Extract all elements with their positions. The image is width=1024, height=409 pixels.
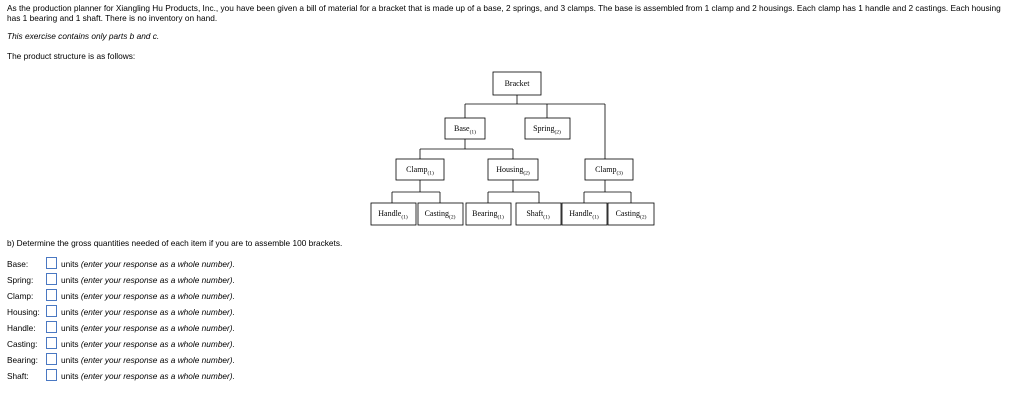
- hint-text: (enter your response as a whole number).: [80, 371, 235, 381]
- svg-text:Base(1): Base(1): [454, 124, 476, 136]
- svg-text:Clamp(1): Clamp(1): [406, 165, 434, 177]
- node-housing: Housing(2): [487, 158, 539, 181]
- shaft-quantity-input[interactable]: [46, 369, 57, 381]
- answer-label: Casting:: [7, 339, 38, 349]
- answer-label: Spring:: [7, 275, 34, 285]
- answer-label: Clamp:: [7, 291, 34, 301]
- units-text: units: [61, 339, 79, 349]
- node-clamp-1: Clamp(1): [395, 158, 445, 181]
- casting-quantity-input[interactable]: [46, 337, 57, 349]
- hint-text: (enter your response as a whole number).: [80, 355, 235, 365]
- node-casting-1: Casting(2): [417, 202, 464, 226]
- units-text: units: [61, 323, 79, 333]
- svg-text:Spring(2): Spring(2): [533, 124, 561, 136]
- svg-text:Handle(1): Handle(1): [569, 209, 599, 221]
- svg-text:Housing(2): Housing(2): [496, 165, 530, 177]
- node-handle-1: Handle(1): [370, 202, 417, 226]
- hint-text: (enter your response as a whole number).: [80, 339, 235, 349]
- problem-statement: As the production planner for Xiangling …: [7, 3, 1001, 23]
- hint-text: (enter your response as a whole number).: [80, 291, 235, 301]
- svg-text:Casting(2): Casting(2): [616, 209, 647, 221]
- units-text: units: [61, 371, 79, 381]
- answer-label: Bearing:: [7, 355, 38, 365]
- svg-text:Casting(2): Casting(2): [425, 209, 456, 221]
- node-handle-2: Handle(1): [561, 202, 608, 226]
- node-base: Base(1): [444, 117, 486, 140]
- housing-quantity-input[interactable]: [46, 305, 57, 317]
- handle-quantity-input[interactable]: [46, 321, 57, 333]
- bearing-quantity-input[interactable]: [46, 353, 57, 365]
- svg-text:Shaft(1): Shaft(1): [526, 209, 549, 221]
- svg-text:Clamp(3): Clamp(3): [595, 165, 623, 177]
- answer-label: Shaft:: [7, 371, 29, 381]
- units-text: units: [61, 307, 79, 317]
- answer-label: Base:: [7, 259, 29, 269]
- node-clamp-3: Clamp(3): [584, 158, 634, 181]
- hint-text: (enter your response as a whole number).: [80, 307, 235, 317]
- clamp-quantity-input[interactable]: [46, 289, 57, 301]
- units-text: units: [61, 291, 79, 301]
- svg-text:Bearing(1): Bearing(1): [472, 209, 504, 221]
- hint-text: (enter your response as a whole number).: [80, 323, 235, 333]
- structure-heading: The product structure is as follows:: [7, 51, 136, 61]
- question-b: b) Determine the gross quantities needed…: [7, 238, 343, 248]
- answer-label: Housing:: [7, 307, 40, 317]
- spring-quantity-input[interactable]: [46, 273, 57, 285]
- node-bearing: Bearing(1): [465, 202, 512, 226]
- node-casting-2: Casting(2): [607, 202, 655, 226]
- svg-text:Handle(1): Handle(1): [378, 209, 408, 221]
- units-text: units: [61, 259, 79, 269]
- svg-text:Bracket: Bracket: [505, 79, 531, 88]
- hint-text: (enter your response as a whole number).: [80, 259, 235, 269]
- units-text: units: [61, 355, 79, 365]
- base-quantity-input[interactable]: [46, 257, 57, 269]
- hint-text: (enter your response as a whole number).: [80, 275, 235, 285]
- node-shaft: Shaft(1): [515, 202, 562, 226]
- exercise-note: This exercise contains only parts b and …: [7, 31, 160, 41]
- node-spring: Spring(2): [524, 117, 571, 140]
- node-bracket: Bracket: [492, 71, 542, 96]
- units-text: units: [61, 275, 79, 285]
- answer-label: Handle:: [7, 323, 36, 333]
